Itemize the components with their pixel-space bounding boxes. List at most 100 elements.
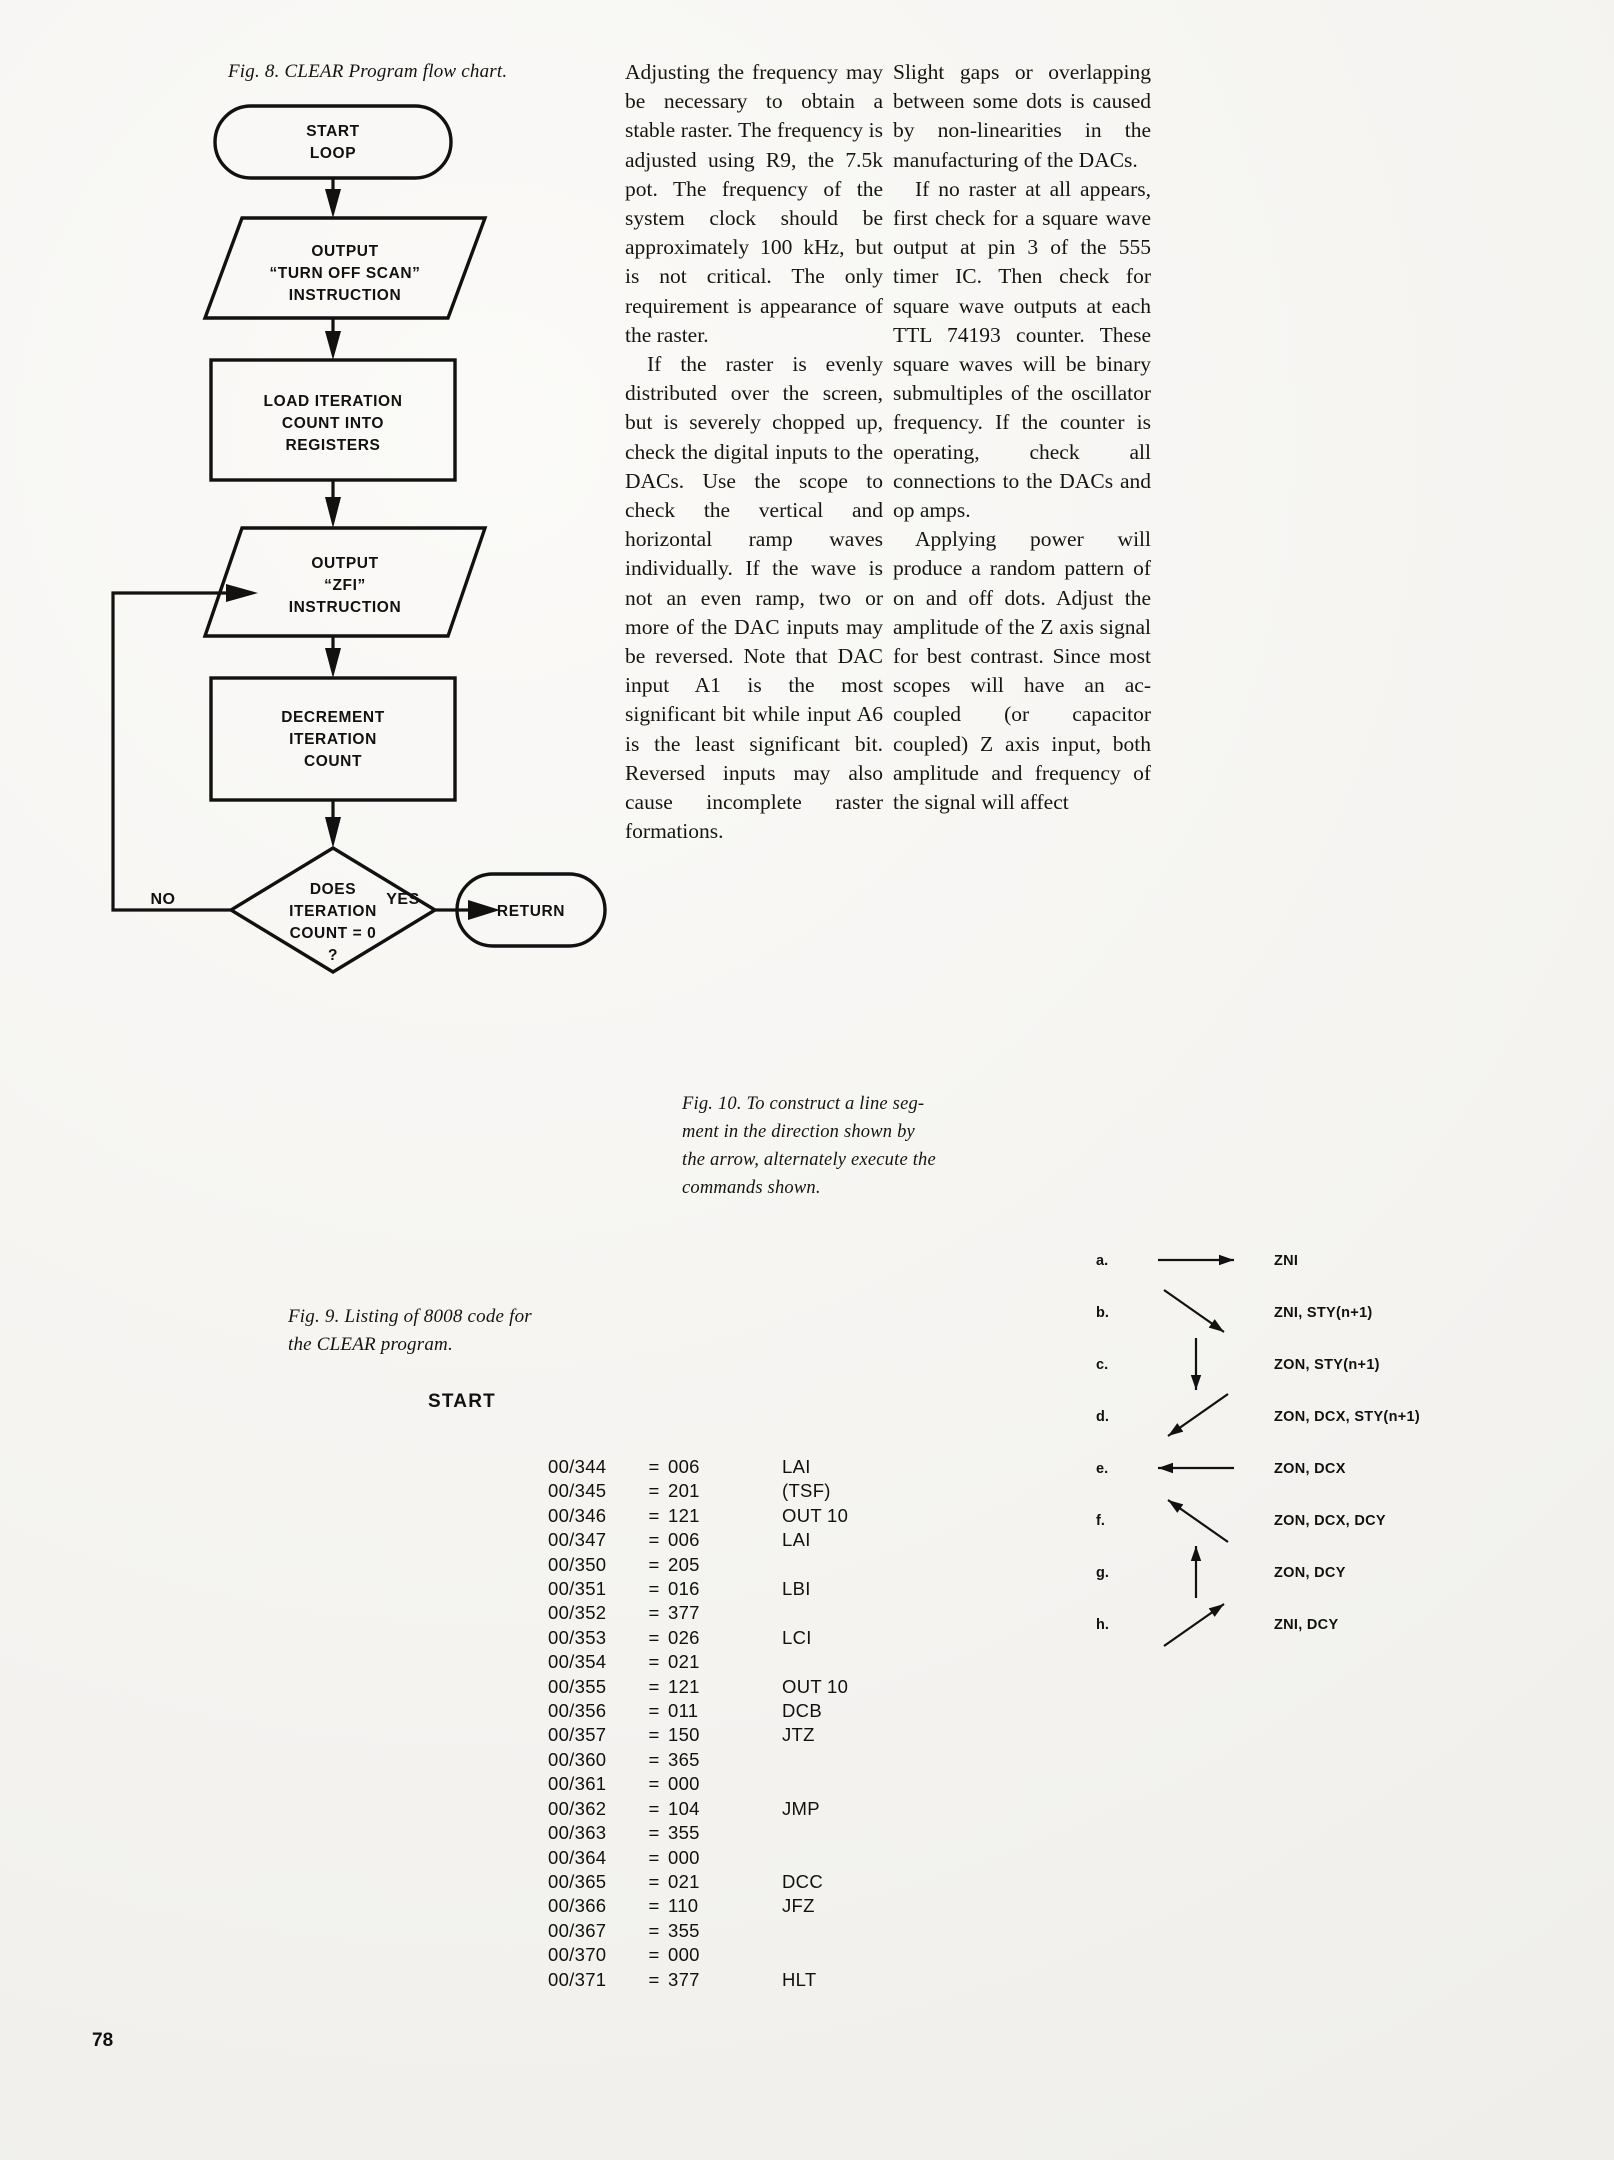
listing-address: 00/364 [548, 1846, 607, 1868]
listing-equals: = [648, 1675, 660, 1697]
flow-node-dec-line2: ITERATION [289, 731, 377, 748]
figure-10-row-letter: h. [1096, 1617, 1109, 1633]
figure-10-row: g.ZON, DCY [1096, 1546, 1345, 1598]
flow-node-load-line3: REGISTERS [286, 437, 381, 454]
figure-9-caption-line-2: the CLEAR program. [288, 1333, 453, 1355]
figure-10-row-letter: e. [1096, 1461, 1108, 1477]
listing-address: 00/366 [548, 1895, 607, 1917]
figure-10-row: c. ZON, STY(n+1) [1096, 1338, 1380, 1390]
listing-address: 00/361 [548, 1773, 607, 1795]
listing-equals: = [648, 1578, 660, 1600]
figure-10-caption-line-2: ment in the direction shown by [682, 1122, 915, 1143]
listing-octal-value: 110 [668, 1895, 699, 1917]
figure-10-row-commands: ZON, STY(n+1) [1274, 1357, 1380, 1373]
figure-10-direction-arrowhead [1208, 1319, 1224, 1332]
listing-row: 00/345=201(TSF) [548, 1479, 902, 1503]
listing-address: 00/365 [548, 1870, 607, 1892]
listing-address: 00/370 [548, 1944, 607, 1966]
listing-equals: = [648, 1456, 660, 1477]
figure-10-direction-arrowhead [1168, 1500, 1184, 1513]
flow-edge-no-loopback [111, 591, 231, 912]
figure-10-row-letter: d. [1096, 1409, 1109, 1425]
listing-address: 00/371 [548, 1968, 607, 1990]
flow-node-out1-line2: “TURN OFF SCAN” [269, 265, 420, 282]
figure-10-caption: Fig. 10. To construct a line seg- ment i… [682, 1090, 970, 1202]
listing-mnemonic: DCC [782, 1870, 823, 1892]
listing-row: 00/370=000 [548, 1943, 902, 1967]
listing-octal-value: 365 [668, 1748, 700, 1770]
flow-node-out2-line1: OUTPUT [311, 555, 378, 572]
listing-address: 00/360 [548, 1748, 607, 1770]
listing-row: 00/367=355 [548, 1919, 902, 1943]
listing-mnemonic [738, 1772, 902, 1796]
arrowhead-out2-to-dec [325, 648, 341, 678]
flow-node-decision-line1: DOES [310, 881, 356, 898]
figure-10-direction-arrowhead [1168, 1423, 1184, 1436]
listing-equals: = [648, 1822, 660, 1844]
listing-equals: = [648, 1773, 660, 1795]
listing-row: 00/364=000 [548, 1846, 902, 1870]
listing-equals: = [648, 1480, 660, 1502]
listing-start-label: START [428, 1391, 496, 1412]
listing-row: 00/350 = 205 [548, 1553, 902, 1577]
figure-10-row-letter: c. [1096, 1357, 1108, 1373]
body-text-column-2: Adjusting the frequency may be necessary… [625, 58, 883, 846]
listing-octal-value: 150 [668, 1724, 700, 1746]
arrowhead-start-to-out1 [325, 189, 341, 218]
arrowhead-dec-to-decision [325, 817, 341, 848]
flow-node-output-turn-off-scan [202, 216, 488, 320]
listing-mnemonic [738, 1846, 902, 1870]
listing-octal-value: 104 [668, 1797, 700, 1819]
figure-10-row-commands: ZON, DCX, STY(n+1) [1274, 1409, 1420, 1425]
figure-10-direction-arrowhead [1158, 1462, 1173, 1474]
listing-address: 00/346 [548, 1504, 607, 1526]
listing-equals: = [648, 1919, 660, 1941]
figure-10-caption-line-3: the arrow, alternately execute the [682, 1150, 936, 1171]
figure-10-row-commands: ZON, DCX [1274, 1461, 1346, 1477]
col2-paragraph-1: Adjusting the frequency may be necessary… [625, 60, 883, 347]
listing-octal-value: 006 [668, 1456, 700, 1477]
listing-mnemonic: HLT [782, 1968, 817, 1990]
figure-10-direction-arrowhead [1219, 1254, 1234, 1266]
listing-address: 00/344 [548, 1456, 607, 1477]
listing-equals: = [648, 1529, 660, 1551]
listing-octal-value: 006 [668, 1529, 700, 1551]
figure-10-row-letter: a. [1096, 1253, 1108, 1269]
listing-address: 00/355 [548, 1675, 607, 1697]
flow-node-out2-line2: “ZFI” [324, 577, 366, 594]
listing-equals: = [648, 1724, 660, 1746]
arrowhead-no-loopback [226, 584, 258, 602]
listing-address: 00/367 [548, 1919, 607, 1941]
listing-octal-value: 000 [668, 1773, 700, 1795]
listing-octal-value: 121 [668, 1504, 700, 1526]
listing-mnemonic [738, 1748, 902, 1772]
flow-node-start-loop-line2: LOOP [310, 145, 356, 162]
figure-10-row-letter: f. [1096, 1513, 1105, 1529]
flow-node-output-zfi [202, 526, 488, 638]
listing-octal-value: 355 [668, 1822, 700, 1844]
listing-address: 00/350 [548, 1553, 607, 1575]
flow-node-out2-line3: INSTRUCTION [289, 599, 402, 616]
flow-edge-label-yes: YES [386, 891, 420, 908]
listing-octal-value: 026 [668, 1626, 700, 1648]
listing-row: 00/363=355 [548, 1821, 902, 1845]
listing-equals: = [648, 1553, 660, 1575]
figure-10-row-commands: ZON, DCX, DCY [1274, 1513, 1386, 1529]
listing-mnemonic: OUT 10 [782, 1504, 849, 1526]
figure-10-row: d. ZON, DCX, STY(n+1) [1096, 1393, 1420, 1437]
figure-10-row: a.ZNI [1096, 1253, 1298, 1269]
listing-mnemonic: JTZ [782, 1724, 815, 1746]
listing-octal-value: 205 [668, 1553, 700, 1575]
figure-9-caption: Fig. 9. Listing of 8008 code for the CLE… [288, 1303, 588, 1358]
listing-mnemonic: LAI [782, 1529, 811, 1551]
listing-row: 00/361 = 000 [548, 1772, 902, 1796]
figure-10-row: h.ZNI, DCY [1096, 1603, 1338, 1647]
flow-edge-label-no: NO [151, 891, 176, 908]
